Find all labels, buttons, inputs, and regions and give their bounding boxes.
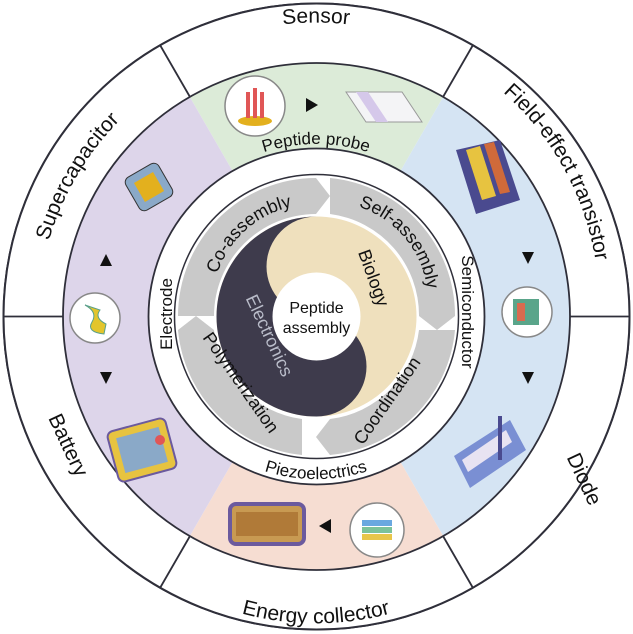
energy-illustrations bbox=[228, 502, 405, 558]
coordination-segment bbox=[316, 330, 455, 455]
polymerization-segment bbox=[178, 316, 302, 455]
center-line2: assembly bbox=[283, 320, 351, 337]
sensor-arrow-icon bbox=[306, 98, 318, 112]
co-assembly-segment bbox=[178, 178, 330, 316]
energy-arrow-icon bbox=[319, 519, 331, 533]
semiconductor-arrow-icon-2 bbox=[522, 372, 534, 384]
electrode-label: Electrode bbox=[157, 278, 176, 350]
semiconductor-label: Semiconductor bbox=[458, 255, 477, 369]
semiconductor-arrow-icon bbox=[522, 252, 534, 264]
sensor-illustrations bbox=[224, 75, 423, 137]
electrode-arrow-icon bbox=[100, 254, 112, 266]
outer-dividers bbox=[3, 44, 630, 589]
battery-icon bbox=[106, 417, 178, 483]
electrode-illustrations bbox=[69, 162, 178, 483]
center-line1: Peptide bbox=[289, 300, 343, 317]
supercapacitor-icon bbox=[124, 162, 174, 212]
center-circle bbox=[272, 272, 361, 361]
yin-yang bbox=[216, 216, 417, 417]
electrode-arrow-icon-2 bbox=[100, 372, 112, 384]
self-assembly-segment bbox=[330, 178, 456, 330]
assembly-segments bbox=[178, 178, 456, 455]
sensor-label: Sensor bbox=[281, 5, 351, 30]
semiconductor-illustrations bbox=[454, 140, 553, 488]
